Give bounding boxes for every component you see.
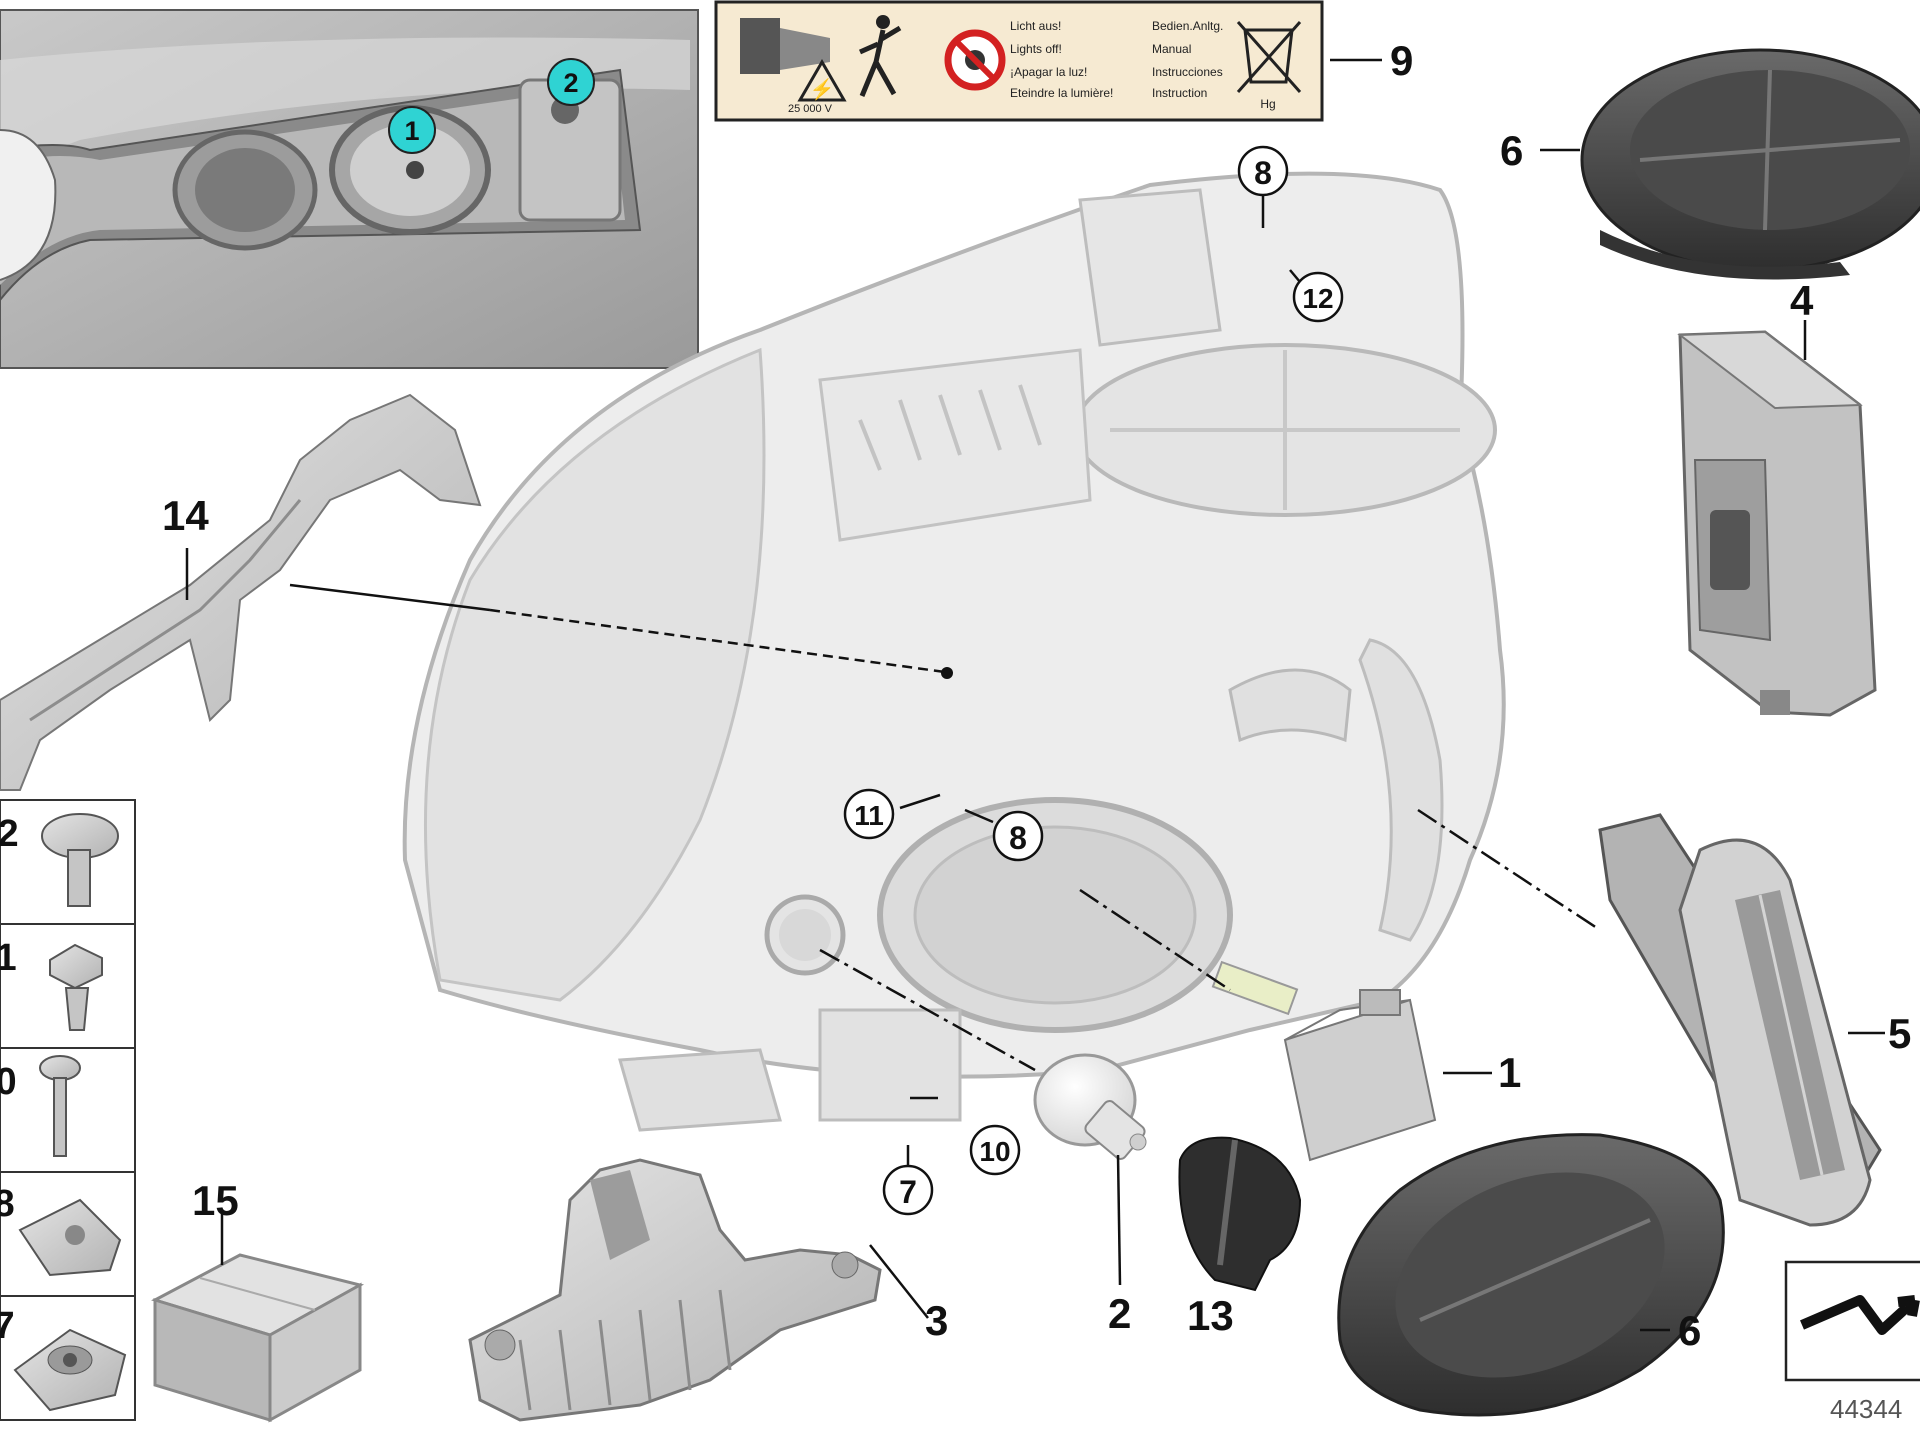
part-1-xenon-bulb bbox=[1211, 960, 1437, 1162]
leader-lines bbox=[185, 58, 1885, 1332]
headlight-inset: 1 2 bbox=[0, 9, 699, 369]
svg-text:Bedien.Anltg.: Bedien.Anltg. bbox=[1152, 19, 1223, 33]
callout-3: 3 bbox=[925, 1297, 948, 1344]
svg-text:Instruction: Instruction bbox=[1152, 86, 1207, 100]
label-column-2: Bedien.Anltg. Manual Instrucciones Instr… bbox=[1152, 19, 1223, 100]
callout-13: 13 bbox=[1187, 1292, 1234, 1339]
callout-6-bottom: 6 bbox=[1678, 1307, 1701, 1354]
part-13-cap bbox=[1178, 1136, 1302, 1292]
svg-text:1: 1 bbox=[0, 937, 17, 979]
svg-text:0: 0 bbox=[0, 1061, 17, 1103]
callout-12: 12 bbox=[1292, 271, 1344, 323]
svg-text:Instrucciones: Instrucciones bbox=[1152, 65, 1223, 79]
no-light-icon bbox=[944, 29, 1006, 91]
svg-text:2: 2 bbox=[563, 68, 578, 98]
callout-14: 14 bbox=[162, 492, 209, 539]
callout-10: 10 bbox=[969, 1124, 1021, 1176]
svg-text:7: 7 bbox=[899, 1174, 917, 1210]
electric-shock-icon bbox=[858, 15, 902, 97]
svg-text:⚡: ⚡ bbox=[810, 77, 835, 101]
part-4-control-unit bbox=[1677, 330, 1877, 717]
hex-bolt-icon bbox=[49, 943, 103, 1031]
callout-numbers: 9 6 4 5 6 1 3 2 13 14 15 8 12 11 8 10 bbox=[162, 37, 1911, 1354]
svg-text:11: 11 bbox=[854, 800, 884, 831]
part-6-cap-top bbox=[1580, 48, 1920, 280]
callout-2: 2 bbox=[1108, 1290, 1131, 1337]
callout-8-top: 8 bbox=[1237, 145, 1289, 197]
label-column-1: Licht aus! Lights off! ¡Apagar la luz! E… bbox=[1010, 19, 1113, 100]
svg-text:7: 7 bbox=[0, 1305, 15, 1347]
part-15-box bbox=[151, 1253, 365, 1423]
callout-7: 7 bbox=[882, 1164, 934, 1216]
fastener-row-4: 8 bbox=[0, 1183, 122, 1277]
headlight-housing bbox=[402, 171, 1506, 1132]
part-5-ballast bbox=[1598, 813, 1882, 1227]
orientation-arrow-box bbox=[1784, 1260, 1920, 1382]
svg-text:¡Apagar la luz!: ¡Apagar la luz! bbox=[1010, 65, 1087, 79]
svg-text:12: 12 bbox=[1302, 283, 1333, 314]
svg-text:8: 8 bbox=[0, 1183, 15, 1225]
callout-11: 11 bbox=[843, 788, 895, 840]
callout-5: 5 bbox=[1888, 1010, 1911, 1057]
clip-nut-icon bbox=[18, 1198, 122, 1277]
fastener-row-3: 0 bbox=[0, 1055, 81, 1157]
part-3-heatsink bbox=[468, 1158, 882, 1422]
fastener-table: 2 1 0 8 bbox=[0, 799, 136, 1421]
weee-bin-icon bbox=[1236, 21, 1302, 93]
svg-text:1: 1 bbox=[404, 116, 419, 146]
screw-icon bbox=[39, 1055, 81, 1157]
callout-1: 1 bbox=[1498, 1049, 1521, 1096]
inset-callout-1: 1 bbox=[388, 106, 436, 154]
fastener-row-5: 7 bbox=[0, 1305, 127, 1412]
svg-text:25 000 V: 25 000 V bbox=[788, 103, 833, 115]
warning-label: ⚡ 25 000 V Licht aus! Lights off! ¡Apaga… bbox=[714, 0, 1324, 122]
svg-text:Hg: Hg bbox=[1260, 97, 1275, 111]
speed-nut-icon bbox=[13, 1328, 127, 1412]
svg-text:Manual: Manual bbox=[1152, 42, 1191, 56]
svg-text:10: 10 bbox=[979, 1136, 1010, 1167]
fastener-row-1: 2 bbox=[0, 813, 119, 907]
reference-number: 44344 bbox=[1830, 1394, 1902, 1424]
part-2-bulb bbox=[1033, 1053, 1147, 1160]
callout-8-mid: 8 bbox=[992, 810, 1044, 862]
svg-text:Lights off!: Lights off! bbox=[1010, 42, 1062, 56]
direction-arrow-icon bbox=[1800, 1295, 1920, 1335]
svg-text:2: 2 bbox=[0, 813, 19, 855]
callout-15: 15 bbox=[192, 1177, 239, 1224]
callout-9: 9 bbox=[1390, 37, 1413, 84]
svg-text:Licht aus!: Licht aus! bbox=[1010, 19, 1061, 33]
lamp-warning-icon: ⚡ bbox=[740, 18, 847, 102]
svg-text:8: 8 bbox=[1009, 820, 1027, 856]
fastener-row-2: 1 bbox=[0, 937, 103, 1031]
leader-dot bbox=[941, 667, 953, 679]
inset-callout-2: 2 bbox=[547, 58, 595, 106]
part-6-cap-bottom bbox=[1337, 1133, 1725, 1417]
torx-screw-icon bbox=[41, 813, 119, 907]
part-14-bracket bbox=[0, 393, 482, 791]
callout-4: 4 bbox=[1790, 277, 1814, 324]
callout-6-top: 6 bbox=[1500, 127, 1523, 174]
svg-text:Eteindre la lumière!: Eteindre la lumière! bbox=[1010, 86, 1113, 100]
svg-text:8: 8 bbox=[1254, 155, 1272, 191]
